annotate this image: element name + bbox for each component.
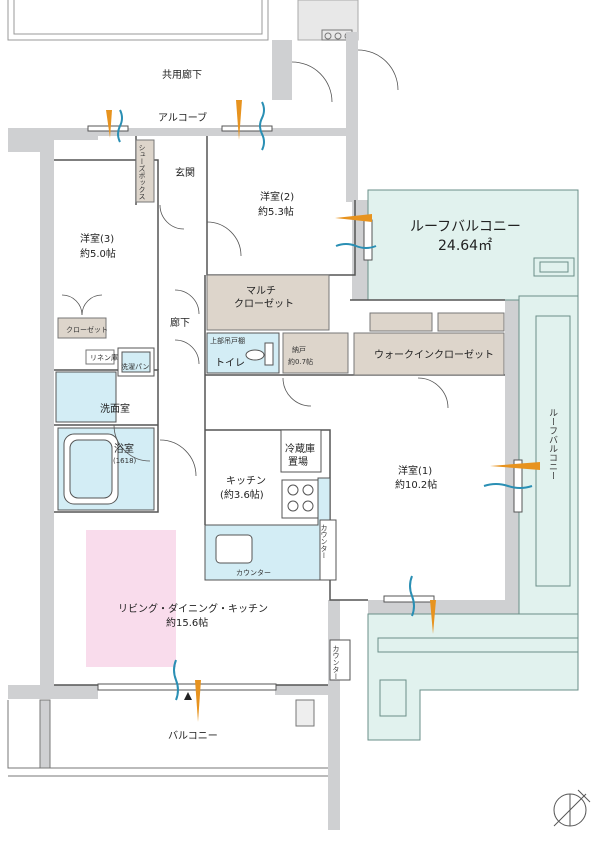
label-bath-size: (1618)	[113, 457, 137, 465]
door-swings	[61, 49, 449, 477]
label-roof-balcony-vertical: ルーフバルコニー	[547, 408, 558, 480]
roof-balcony-bottom	[367, 613, 579, 741]
outer-walls	[8, 32, 519, 830]
label-storage-name: 納戸	[292, 345, 306, 354]
label-storage-area: 約0.7帖	[288, 357, 313, 366]
label-room2-area: 約5.3帖	[258, 205, 294, 218]
airflow-arrows	[106, 100, 540, 722]
label-closet: クローゼット	[66, 325, 108, 334]
label-room3-area: 約5.0帖	[80, 247, 116, 260]
label-bath-name: 浴室	[114, 442, 134, 455]
airflow-blue-5	[483, 483, 533, 489]
label-toilet: トイレ	[215, 358, 245, 369]
airflow-orange-3	[335, 214, 372, 222]
balcony-outline	[7, 699, 328, 777]
label-shoe-box: シューズボックス	[138, 144, 146, 200]
label-fridge-1: 冷蔵庫	[285, 442, 315, 455]
label-counter-v2: カウンター	[332, 645, 340, 680]
label-ldk-area: 約15.6帖	[166, 616, 208, 629]
label-kitchen-name: キッチン	[226, 475, 266, 487]
airflow-blue-3	[335, 243, 377, 249]
label-upper-shelf: 上部吊戸棚	[210, 336, 245, 345]
wet-area	[55, 347, 155, 511]
label-linen: リネン庫	[90, 353, 118, 362]
label-entrance: 玄関	[175, 166, 195, 179]
label-roof-balcony-area: 24.64㎡	[438, 238, 492, 254]
kitchen-counter	[204, 429, 351, 681]
airflow-orange-1	[106, 110, 112, 138]
label-washing-pan: 洗濯パン	[121, 362, 149, 371]
label-hallway: 廊下	[170, 316, 190, 329]
airflow-orange-4	[430, 600, 436, 634]
label-room2-name: 洋室(2)	[260, 190, 294, 203]
label-ldk-name: リビング・ダイニング・キッチン	[118, 602, 268, 615]
compass-icon	[553, 789, 591, 827]
airflow-orange-6	[195, 680, 201, 722]
label-counter: カウンター	[236, 568, 271, 577]
airflow-blue-6	[173, 659, 179, 701]
label-balcony: バルコニー	[168, 730, 218, 742]
airflow-blue-4	[409, 575, 415, 617]
label-room1-name: 洋室(1)	[398, 464, 432, 477]
storage-blocks	[57, 139, 505, 376]
airflow-orange-2	[236, 100, 242, 140]
ldk-highlight	[86, 530, 176, 667]
label-roof-balcony-name: ルーフバルコニー	[410, 219, 521, 235]
label-alcove: アルコーブ	[158, 111, 207, 124]
label-room1-area: 約10.2帖	[395, 478, 437, 491]
label-counter-v1: カウンター	[320, 524, 328, 559]
label-washroom: 洗面室	[100, 402, 130, 415]
label-kitchen-area: (約3.6帖)	[220, 488, 264, 501]
airflow-blue-1	[117, 109, 123, 143]
labels: 共用廊下 アルコーブ 玄関 シューズボックス 洋室(2) 約5.3帖 洋室(3)…	[66, 68, 558, 742]
label-multi-closet-1: マルチ	[246, 285, 276, 297]
windows	[87, 125, 523, 691]
label-fridge-2: 置場	[288, 455, 308, 468]
label-room3-name: 洋室(3)	[80, 232, 114, 245]
airflow-orange-5	[490, 462, 540, 470]
label-multi-closet-2: クローゼット	[234, 298, 294, 310]
label-walk-in-closet: ウォークインクローゼット	[374, 349, 494, 361]
toilet-area	[206, 332, 280, 374]
airflow-blue-2	[259, 101, 265, 151]
label-corridor: 共用廊下	[162, 68, 202, 81]
neighbor-outline	[7, 0, 359, 41]
entry-marker-icon	[184, 692, 192, 700]
